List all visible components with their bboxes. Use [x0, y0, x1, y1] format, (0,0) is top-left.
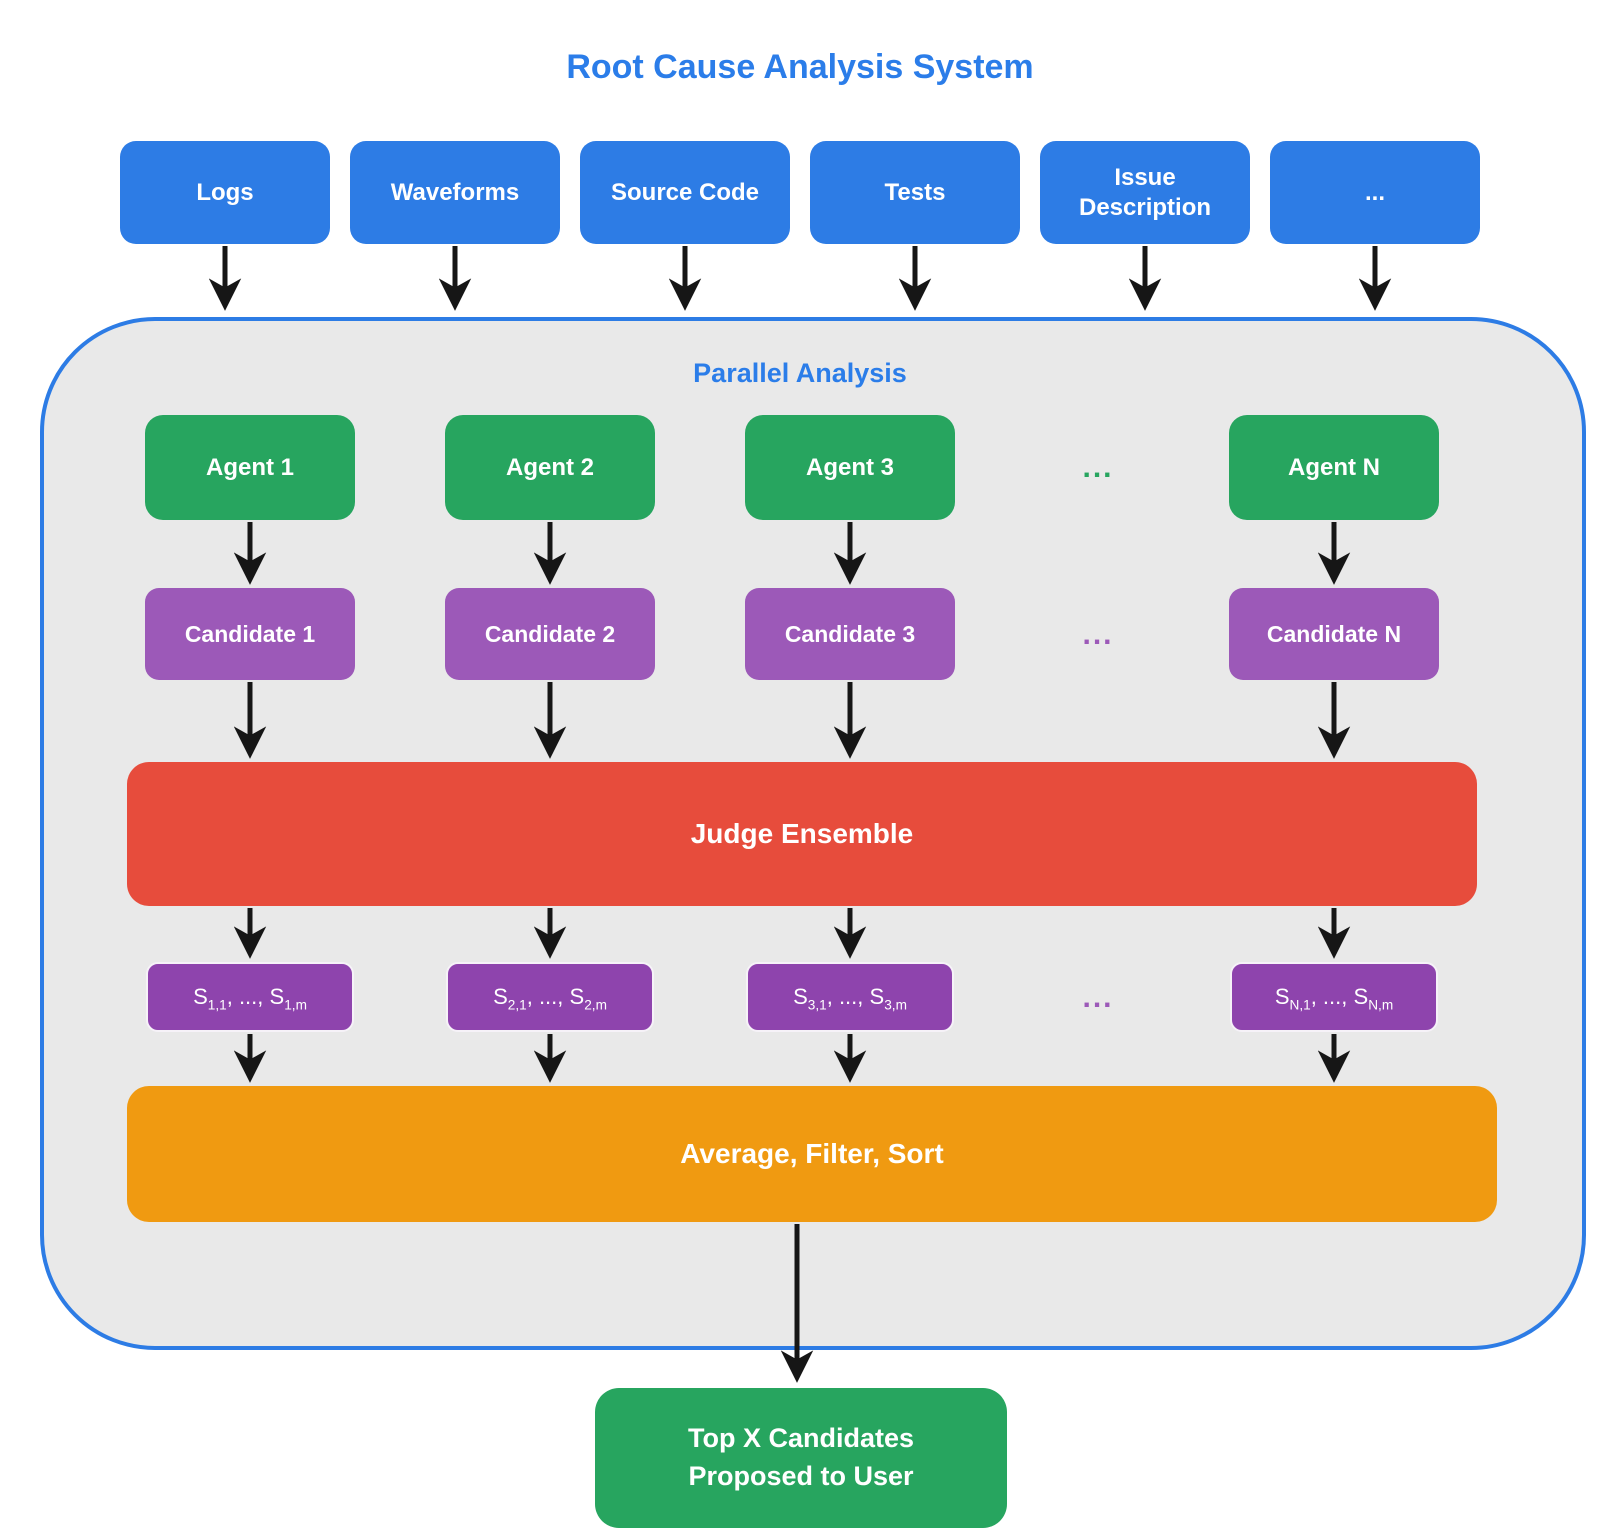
input-node-source-code: Source Code: [580, 141, 790, 244]
agent-node-3: Agent 3: [745, 415, 955, 520]
input-node-logs: Logs: [120, 141, 330, 244]
input-node-more: ...: [1270, 141, 1480, 244]
input-node-issue-description: Issue Description: [1040, 141, 1250, 244]
score-label: S2,1, ..., S2,m: [493, 984, 607, 1013]
output-line-1: Top X Candidates: [687, 1423, 915, 1454]
agents-ellipsis: ...: [1082, 451, 1114, 484]
output-node: Top X Candidates Proposed to User: [595, 1388, 1007, 1528]
parallel-analysis-label: Parallel Analysis: [693, 358, 907, 388]
candidate-node-1: Candidate 1: [145, 588, 355, 680]
input-node-tests: Tests: [810, 141, 1020, 244]
agent-node-n: Agent N: [1229, 415, 1439, 520]
agent-node-1: Agent 1: [145, 415, 355, 520]
score-node-2: S2,1, ..., S2,m: [446, 962, 654, 1032]
page-title: Root Cause Analysis System: [566, 48, 1034, 86]
candidate-node-3: Candidate 3: [745, 588, 955, 680]
candidates-ellipsis: ...: [1082, 618, 1114, 651]
score-label: S3,1, ..., S3,m: [793, 984, 907, 1013]
candidate-node-n: Candidate N: [1229, 588, 1439, 680]
agent-node-2: Agent 2: [445, 415, 655, 520]
candidate-node-2: Candidate 2: [445, 588, 655, 680]
score-node-n: SN,1, ..., SN,m: [1230, 962, 1438, 1032]
output-line-2: Proposed to User: [688, 1461, 914, 1491]
score-node-3: S3,1, ..., S3,m: [746, 962, 954, 1032]
score-node-1: S1,1, ..., S1,m: [146, 962, 354, 1032]
input-node-waveforms: Waveforms: [350, 141, 560, 244]
score-label: SN,1, ..., SN,m: [1274, 984, 1394, 1013]
score-label: S1,1, ..., S1,m: [193, 984, 307, 1013]
scores-ellipsis: ...: [1082, 981, 1114, 1014]
aggregate-bar: Average, Filter, Sort: [127, 1086, 1497, 1222]
judge-ensemble-bar: Judge Ensemble: [127, 762, 1477, 906]
